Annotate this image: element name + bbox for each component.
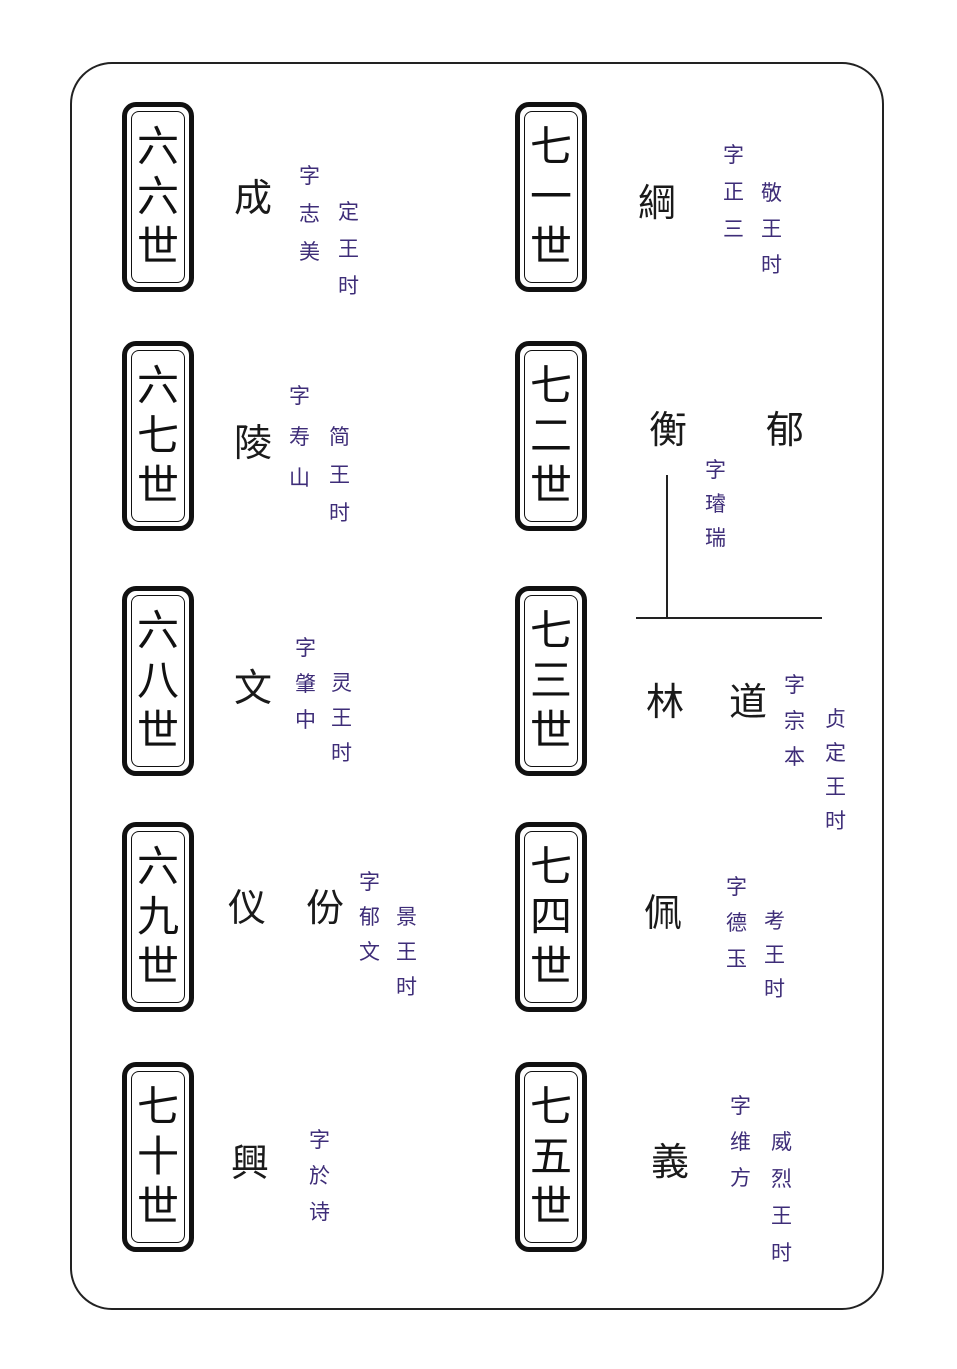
generation-label: 六七世 — [137, 361, 180, 510]
generation-68-box: 六八世 — [122, 586, 194, 776]
generation-70-box: 七十世 — [122, 1062, 194, 1252]
person-name: 文 — [233, 666, 273, 710]
generation-label: 七二世 — [530, 361, 573, 510]
generation-label: 七一世 — [530, 122, 573, 271]
person-name: 郁 — [765, 408, 805, 452]
courtesy-name: 字志美 — [299, 164, 320, 264]
lineage-line-vertical — [666, 475, 668, 619]
courtesy-name: 字寿山 — [289, 384, 310, 490]
courtesy-name: 字肇中 — [295, 636, 316, 732]
person-name: 林 — [645, 680, 685, 724]
generation-74-box: 七四世 — [515, 822, 587, 1012]
person-name: 佩 — [643, 891, 683, 935]
generation-label: 六六世 — [137, 122, 180, 271]
generation-label: 六九世 — [137, 842, 180, 991]
person-name: 綱 — [637, 181, 677, 225]
reign-note: 简王时 — [329, 425, 350, 525]
person-name: 興 — [230, 1141, 270, 1185]
reign-note: 威烈王时 — [771, 1130, 792, 1265]
generation-71-box: 七一世 — [515, 102, 587, 292]
generation-label: 七五世 — [530, 1082, 573, 1231]
generation-66-box: 六六世 — [122, 102, 194, 292]
generation-73-box: 七三世 — [515, 586, 587, 776]
reign-note: 贞定王时 — [825, 707, 846, 833]
courtesy-name: 字维方 — [730, 1094, 751, 1190]
generation-67-box: 六七世 — [122, 341, 194, 531]
person-name: 成 — [233, 176, 273, 220]
genealogy-card — [70, 62, 884, 1310]
person-name: 份 — [305, 886, 345, 930]
person-name: 義 — [650, 1140, 690, 1184]
generation-72-box: 七二世 — [515, 341, 587, 531]
generation-69-box: 六九世 — [122, 822, 194, 1012]
reign-note: 定王时 — [338, 200, 359, 298]
courtesy-name: 字璿瑞 — [705, 458, 726, 550]
person-name: 道 — [728, 680, 768, 724]
generation-label: 七三世 — [530, 606, 573, 755]
courtesy-name: 字正三 — [723, 143, 744, 241]
reign-note: 灵王时 — [331, 671, 352, 765]
reign-note: 敬王时 — [761, 181, 782, 277]
courtesy-name: 字宗本 — [784, 673, 805, 769]
lineage-line-horizontal — [636, 617, 822, 619]
person-name: 衡 — [648, 408, 688, 452]
generation-label: 七十世 — [137, 1082, 180, 1231]
reign-note: 景王时 — [396, 905, 417, 999]
generation-label: 六八世 — [137, 606, 180, 755]
courtesy-name: 字於诗 — [309, 1128, 330, 1224]
generation-75-box: 七五世 — [515, 1062, 587, 1252]
generation-label: 七四世 — [530, 842, 573, 991]
person-name: 仪 — [227, 886, 267, 930]
courtesy-name: 字德玉 — [726, 875, 747, 971]
courtesy-name: 字郁文 — [359, 870, 380, 964]
reign-note: 考王时 — [764, 909, 785, 1001]
person-name: 陵 — [233, 421, 273, 465]
